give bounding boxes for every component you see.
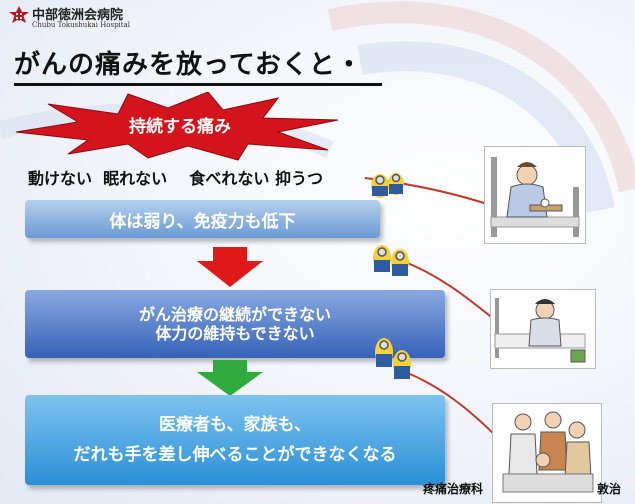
minion-icon — [373, 245, 409, 276]
patient-photo-icon — [492, 403, 602, 503]
patient-photo-icon — [490, 289, 596, 369]
symptoms-text: 動けない 眠れない 食べれない 抑うつ — [28, 169, 323, 188]
isolation-line1: 医療者も、家族も、 — [159, 415, 311, 435]
burst-label: 持続する痛み — [129, 117, 231, 137]
page-title: がんの痛みを放っておくと・ — [14, 50, 363, 80]
title-underline — [14, 83, 382, 86]
down-arrow-icon — [197, 360, 263, 396]
isolation-box: 医療者も、家族も、 だれも手を差し伸べることができなくなる — [25, 395, 445, 485]
footer-department: 疼痛治療科 — [423, 482, 484, 496]
footer-name: 敦治 — [597, 482, 622, 496]
treatment-box: がん治療の継続ができない 体力の維持もできない — [25, 290, 445, 358]
isolation-line2: だれも手を差し伸べることができなくなる — [73, 445, 397, 465]
hospital-logo-icon — [9, 6, 29, 23]
patient-photo-icon — [484, 146, 586, 244]
treatment-line1: がん治療の継続ができない — [138, 305, 331, 324]
weakness-text: 体は弱り、免疫力も低下 — [109, 211, 296, 232]
minion-icon — [371, 173, 404, 198]
hospital-subtitle: Chubu Tokushukai Hospital — [32, 21, 131, 29]
down-arrow-icon — [197, 247, 263, 287]
weakness-box: 体は弱り、免疫力も低下 — [25, 200, 380, 238]
treatment-line2: 体力の維持もできない — [155, 324, 315, 343]
hospital-name: 中部徳洲会病院 — [32, 8, 124, 23]
minion-icon — [375, 338, 411, 379]
burst-icon — [15, 92, 339, 161]
